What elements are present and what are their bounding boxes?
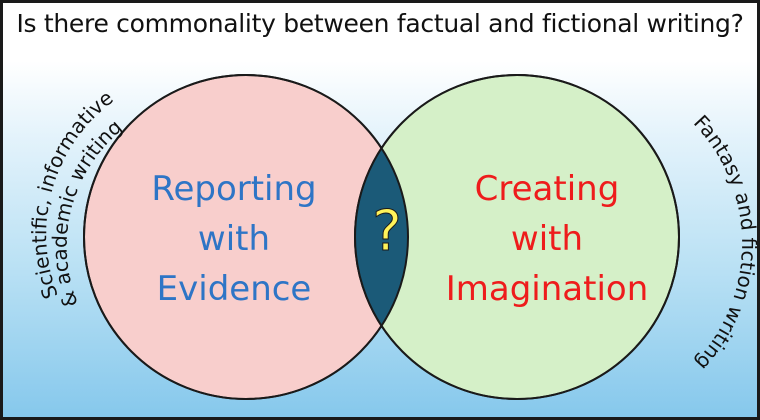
left-line-3: Evidence xyxy=(157,269,312,309)
right-side-label: Fantasy and fiction writing xyxy=(689,110,757,375)
question-mark: ? xyxy=(372,199,402,264)
right-side-label-text: Fantasy and fiction writing xyxy=(689,110,757,375)
right-circle-text: Creating with Imagination xyxy=(446,169,649,309)
left-line-2: with xyxy=(198,219,270,259)
left-circle-text: Reporting with Evidence xyxy=(151,169,316,309)
right-line-2: with xyxy=(511,219,583,259)
right-line-1: Creating xyxy=(475,169,620,209)
right-line-3: Imagination xyxy=(446,269,649,309)
venn-diagram: Reporting with Evidence Creating with Im… xyxy=(27,74,757,400)
page-title: Is there commonality between factual and… xyxy=(16,9,744,38)
left-line-1: Reporting xyxy=(151,169,316,209)
